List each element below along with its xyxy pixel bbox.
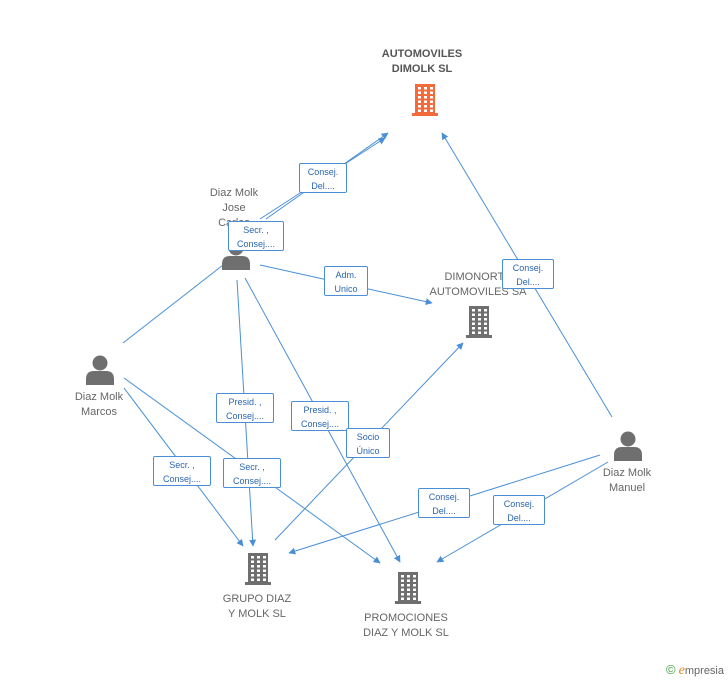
edge-label-manuel-automoviles[interactable]: Consej. Del.... [502,259,554,289]
node-label-line: DIMOLK SL [391,63,453,75]
edge-label-line: Socio [356,432,380,442]
edge-label-line: Presid. , [303,405,337,415]
edge-label-line: Consej. [512,263,544,273]
node-label-line: Manuel [608,482,646,494]
edge-label-line: Secr. , [169,460,195,470]
edge-label-line: Del.... [432,506,456,516]
copyright-icon: © [666,662,676,677]
node-label-manuel[interactable]: Diaz Molk Manuel [592,466,662,496]
edge-label-line: Consej. [307,167,339,177]
edge-label-jose-promociones[interactable]: Presid. , Consej.... [291,401,349,431]
building-icon[interactable] [412,84,438,116]
edge-label-manuel-grupo[interactable]: Consej. Del.... [418,488,470,518]
edge-label-line: Unico [334,284,358,294]
edge-label-jose-dimonort[interactable]: Adm. Unico [324,266,368,296]
node-label-line: Diaz Molk [74,391,124,403]
edge-line [122,257,233,344]
node-label-line: DIMONORTE [444,271,512,283]
node-label-line: DIAZ Y MOLK SL [363,627,449,639]
node-label-promociones[interactable]: PROMOCIONES DIAZ Y MOLK SL [351,611,461,641]
edge-label-line: Del.... [516,277,540,287]
edge-label-line: Secr. , [243,225,269,235]
edge-label-line: Consej.... [300,419,340,429]
node-label-line: AUTOMOVILES SA [429,286,527,298]
edge-label-marcos-grupo[interactable]: Secr. , Consej.... [153,456,211,486]
node-label-line: Y MOLK SL [228,608,286,620]
building-icon[interactable] [395,572,421,604]
edge-label-line: Consej.... [232,476,272,486]
edge-label-grupo-dimonort[interactable]: Socio Único [346,428,390,458]
brand-name: mpresia [684,665,724,677]
edge-label-line: Del.... [311,181,335,191]
node-icons [86,84,642,604]
node-label-line: PROMOCIONES [364,612,448,624]
edge-label-line: Consej.... [236,239,276,249]
node-label-dimonort[interactable]: DIMONORTE AUTOMOVILES SA [418,270,538,300]
person-icon[interactable] [614,431,642,462]
node-label-grupo[interactable]: GRUPO DIAZ Y MOLK SL [212,592,302,622]
edge-label-line: Del.... [507,513,531,523]
empresia-brand[interactable]: © empresia [666,662,724,679]
node-label-line: Diaz Molk [209,187,259,199]
edge-label-line: Único [356,446,380,456]
node-label-line: Diaz Molk [602,467,652,479]
building-icon[interactable] [466,306,492,338]
edge-label-marcos-promociones[interactable]: Secr. , Consej.... [223,458,281,488]
edge-label-line: Presid. , [228,397,262,407]
edge-label-line: Adm. [335,270,357,280]
node-label-automoviles[interactable]: AUTOMOVILES DIMOLK SL [372,47,472,77]
brand-initial: e [678,663,685,678]
node-label-marcos[interactable]: Diaz Molk Marcos [64,390,134,420]
edge-label-manuel-promociones[interactable]: Consej. Del.... [493,495,545,525]
edge-label-line: Secr. , [239,462,265,472]
edge-label-line: Consej. [428,492,460,502]
edge-label-line: Consej. [503,499,535,509]
edge-label-line: Consej.... [162,474,202,484]
node-label-line: GRUPO DIAZ [222,593,292,605]
building-icon[interactable] [245,553,271,585]
node-label-line: AUTOMOVILES [381,48,463,60]
node-label-line: Marcos [80,406,118,418]
edge-label-jose-automoviles[interactable]: Consej. Del.... [299,163,347,193]
edge-label-jose-grupo[interactable]: Presid. , Consej.... [216,393,274,423]
edge-label-jose-automoviles-2[interactable]: Secr. , Consej.... [228,221,284,251]
node-label-line: Jose [222,202,246,214]
person-icon[interactable] [86,355,114,386]
edge-label-line: Consej.... [225,411,265,421]
